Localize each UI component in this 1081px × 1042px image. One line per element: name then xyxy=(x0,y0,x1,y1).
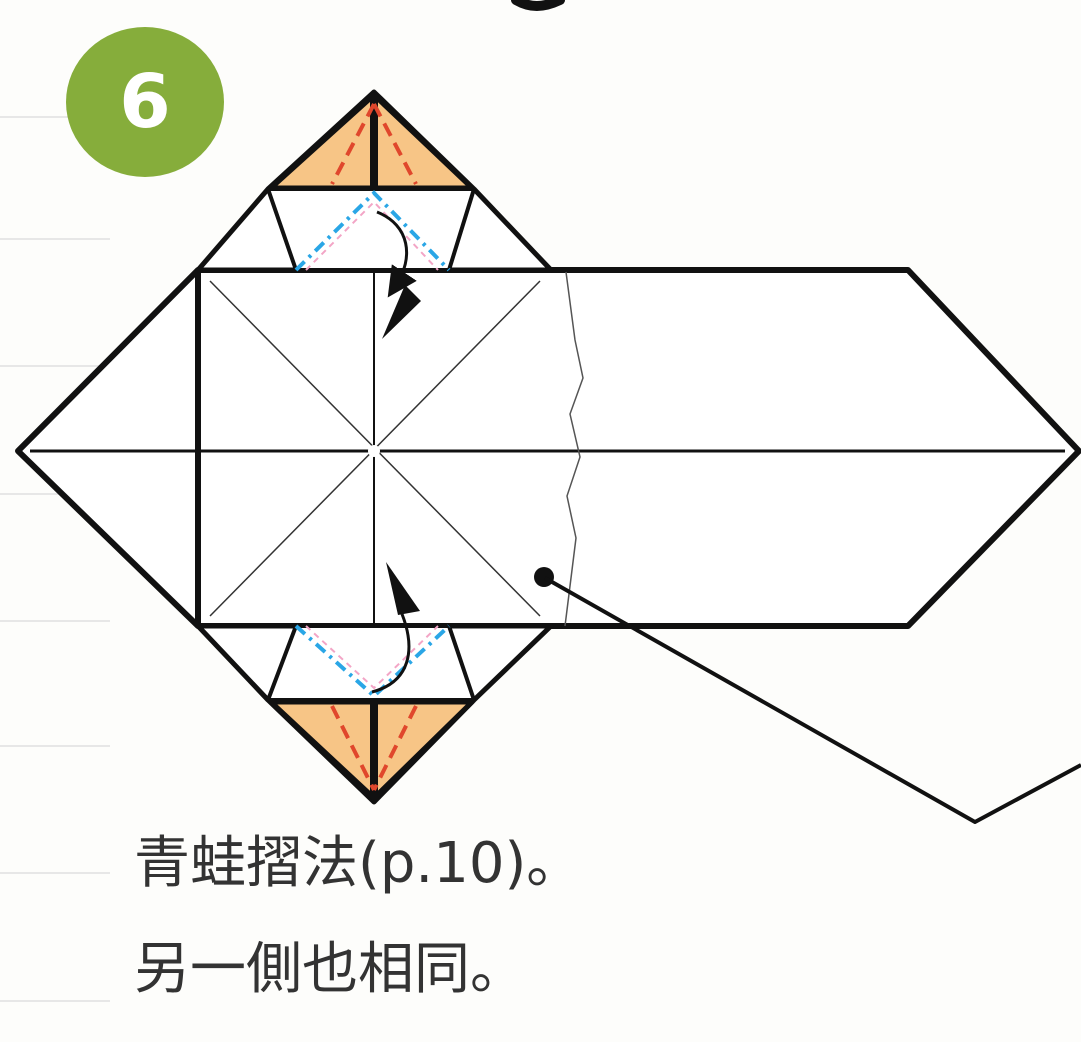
center-point-marker xyxy=(368,445,380,457)
caption-line-2: 另一側也相同。 xyxy=(134,937,526,1002)
upper-blue-valley-fold xyxy=(294,190,451,272)
lower-flap-inner xyxy=(266,624,476,702)
paper-ruled-line xyxy=(0,620,110,622)
lower-red-dashed-fold xyxy=(330,705,418,791)
lower-blue-valley-fold xyxy=(294,624,451,699)
upper-red-dashed-fold xyxy=(330,103,418,185)
step-number-badge: 6 xyxy=(66,27,224,177)
upper-flap xyxy=(195,89,554,339)
lower-arrow-head-icon xyxy=(386,562,420,615)
paper-ruled-line xyxy=(0,872,110,874)
top-arrow-partial-icon xyxy=(511,0,565,11)
upper-arrow-head-icon xyxy=(382,285,421,339)
lower-pink-fold xyxy=(305,625,439,690)
caption-line-1: 青蛙摺法(p.10)。 xyxy=(134,831,583,896)
paper-ruled-line xyxy=(0,745,110,747)
paper-ruled-line xyxy=(0,1000,110,1002)
lower-flap xyxy=(195,562,554,805)
crease-lines xyxy=(30,270,1065,627)
lower-curved-arrow-icon xyxy=(371,613,411,694)
step-number: 6 xyxy=(119,59,171,145)
paper-ruled-line xyxy=(0,365,110,367)
upper-flap-inner xyxy=(266,187,476,272)
upper-curved-arrow-icon xyxy=(376,210,417,298)
pointer-group xyxy=(534,567,1081,824)
pointer-line-icon xyxy=(544,576,1081,824)
pointer-dot xyxy=(534,567,554,587)
paper-ruled-line xyxy=(0,493,110,495)
upper-pink-fold xyxy=(305,200,439,271)
thin-vertical-crease xyxy=(564,271,584,627)
paper-ruled-line xyxy=(0,116,110,118)
paper-ruled-line xyxy=(0,238,110,240)
